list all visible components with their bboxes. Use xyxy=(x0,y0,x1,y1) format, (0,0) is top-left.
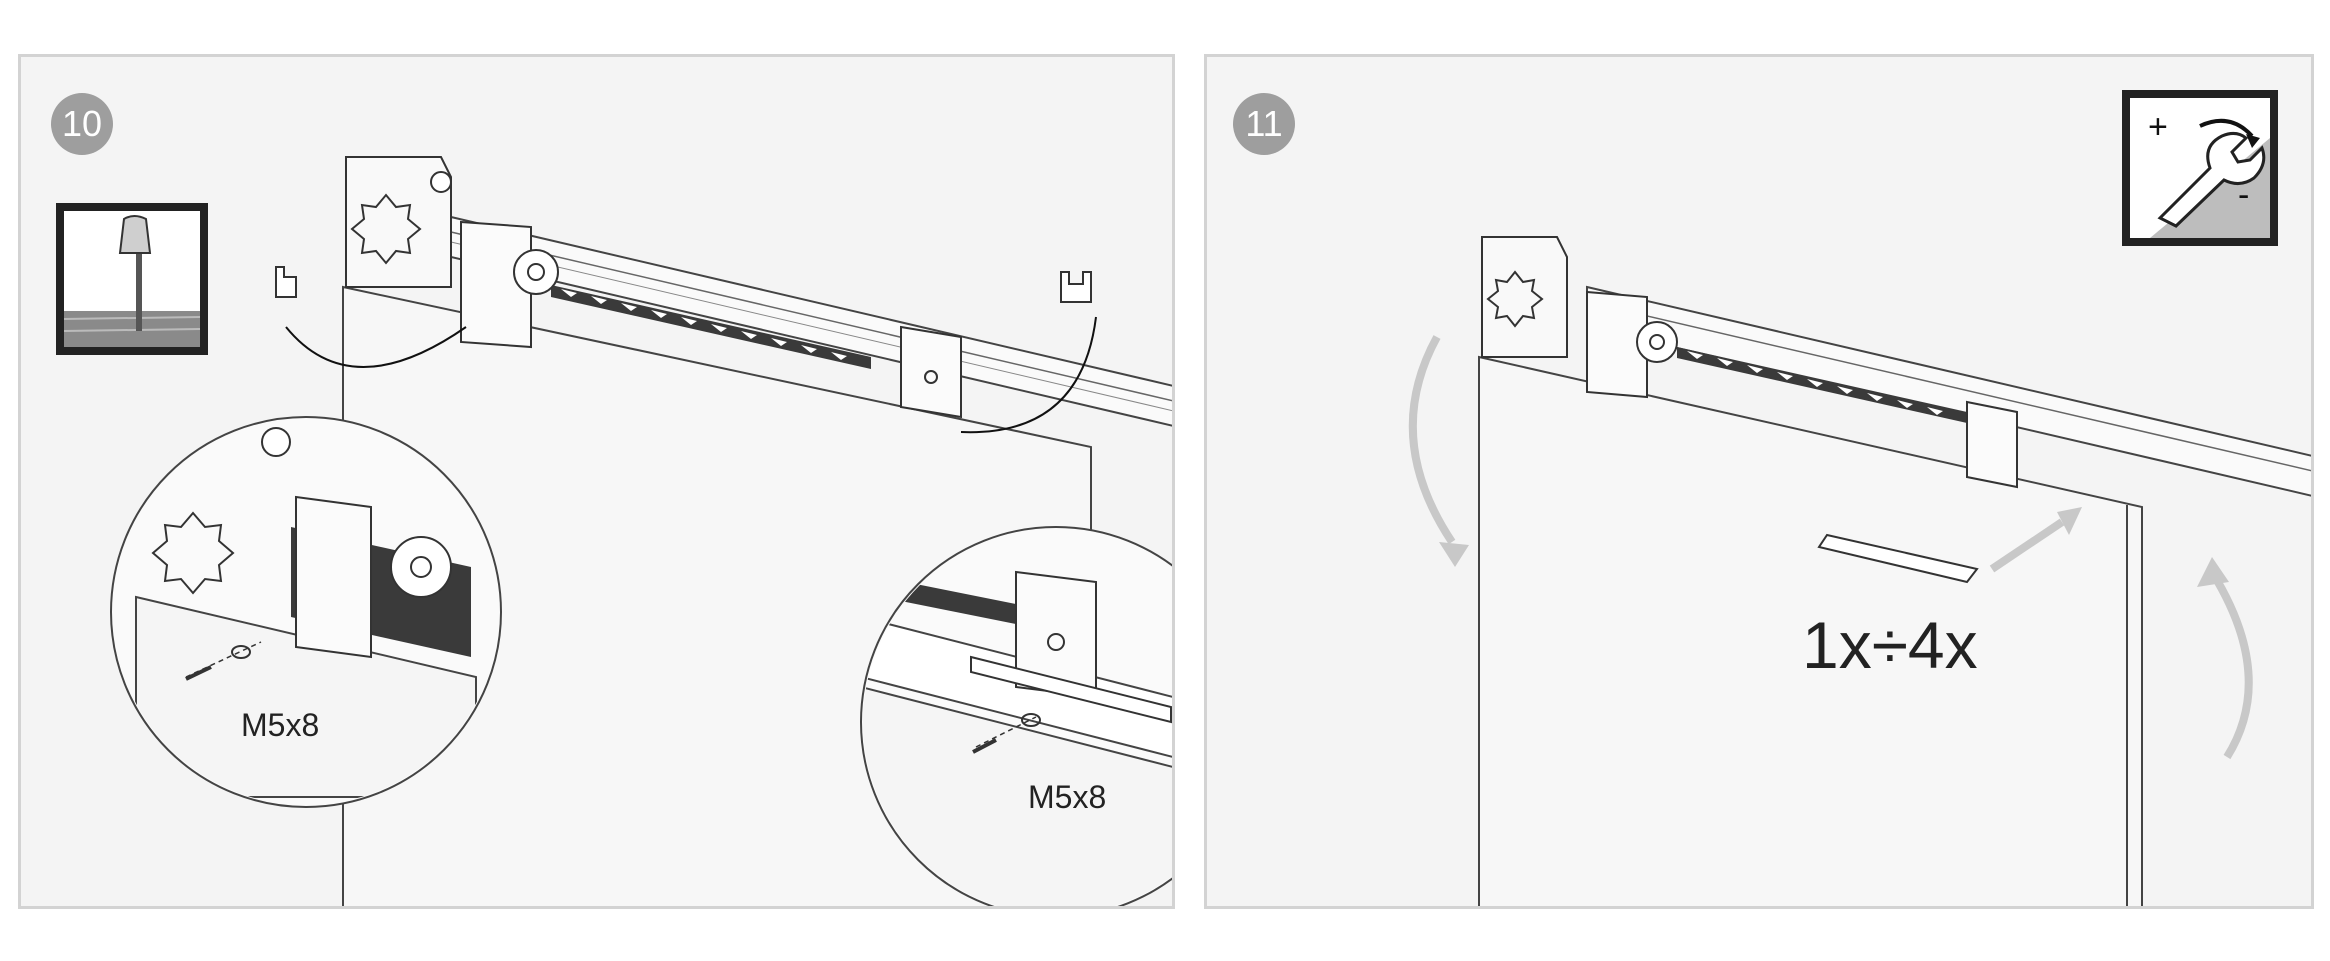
shim-quantity-label: 1x÷4x xyxy=(1802,608,1978,682)
drill-screwdriver-icon xyxy=(56,203,208,355)
step-11-illustration xyxy=(1408,236,2311,906)
step-number-badge: 10 xyxy=(51,93,113,155)
step-number-badge: 11 xyxy=(1233,93,1295,155)
screw-size-label-right: M5x8 xyxy=(1028,779,1107,815)
step-10-illustration xyxy=(110,156,1172,906)
step-11-panel: 11 + - 1x÷4x xyxy=(1204,54,2314,909)
adjust-wrench-icon: + - xyxy=(2122,90,2278,246)
svg-text:-: - xyxy=(2238,176,2249,214)
svg-text:+: + xyxy=(2148,108,2168,146)
screw-size-label-left: M5x8 xyxy=(241,707,320,743)
step-10-panel: 10 M5x8 M5x8 xyxy=(18,54,1175,909)
